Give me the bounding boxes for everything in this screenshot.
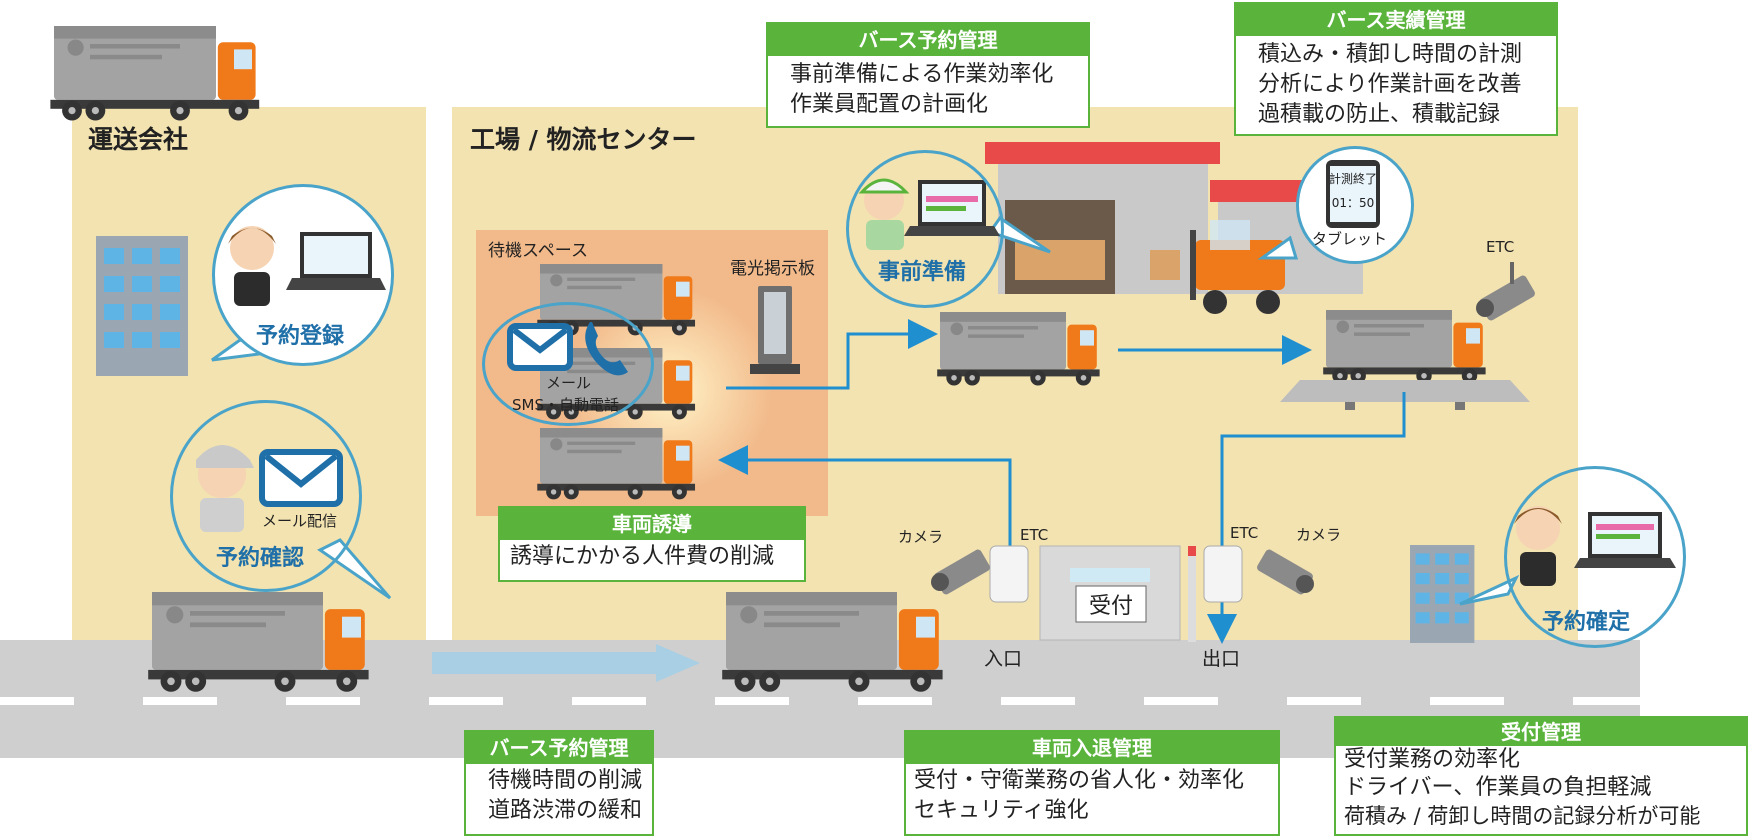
- factory-title: 工場 / 物流センター: [470, 125, 697, 154]
- lane-mark: [0, 697, 74, 705]
- transport-company-title: 運送会社: [88, 125, 189, 154]
- entrance-label: 入口: [984, 648, 1023, 670]
- waiting-space-label: 待機スペース: [488, 241, 588, 261]
- weighbridge: [1280, 380, 1530, 402]
- notify-sms-label: SMS・自動電話: [512, 396, 619, 414]
- vehicle-guidance-line: 誘導にかかる人件費の削減: [510, 544, 775, 569]
- reserve-register-label: 予約登録: [256, 324, 345, 349]
- lane-mark: [572, 697, 646, 705]
- reception-mgmt-box: 受付管理 受付業務の効率化 ドライバー、作業員の負担軽減 荷積み / 荷卸し時間…: [1334, 716, 1748, 836]
- etc-exit-label: ETC: [1230, 524, 1259, 542]
- vehicle-entry-exit-line: セキュリティ強化: [914, 798, 1089, 823]
- notify-bubble: [482, 302, 654, 426]
- berth-reservation-top-title: バース予約管理: [768, 24, 1088, 56]
- berth-reservation-bottom-line: 道路渋滞の緩和: [488, 798, 643, 823]
- signage-board: [750, 286, 800, 374]
- flow-arrow-1: [726, 319, 938, 390]
- etc-top-label: ETC: [1486, 238, 1515, 256]
- reserve-confirm-bubble: [170, 400, 362, 592]
- camera-top-device: [1476, 262, 1535, 321]
- reception-sign: 受付: [1088, 594, 1133, 619]
- berth-actual-title: バース実績管理: [1236, 4, 1556, 36]
- reception-mgmt-line: 受付業務の効率化: [1344, 747, 1521, 772]
- tablet-screen: [1330, 166, 1376, 222]
- reception-mgmt-line: ドライバー、作業員の負担軽減: [1344, 775, 1652, 800]
- reserve-finalized-label: 予約確定: [1542, 610, 1631, 635]
- tablet-label: タブレット: [1312, 230, 1388, 248]
- road-direction-arrow-body: [432, 652, 658, 674]
- lane-mark: [858, 697, 932, 705]
- lane-mark: [143, 697, 217, 705]
- lane-mark: [1430, 697, 1504, 705]
- signage-label: 電光掲示板: [730, 259, 815, 279]
- lane-mark: [429, 697, 503, 705]
- notify-mail-label: メール: [546, 374, 592, 392]
- tablet-screen-time: 01：50: [1331, 196, 1375, 210]
- flow-arrow-3: [1207, 392, 1406, 644]
- exit-label: 出口: [1202, 648, 1241, 670]
- camera-entry-device: [931, 549, 990, 595]
- camera-exit-label: カメラ: [1296, 526, 1342, 544]
- etc-entry-label: ETC: [1020, 526, 1049, 544]
- berth-actual-line: 分析により作業計画を改善: [1258, 72, 1522, 97]
- tablet-screen-title: 計測終了: [1328, 172, 1377, 186]
- mail-delivery-label: メール配信: [262, 512, 338, 530]
- vehicle-guidance-box: 車両誘導 誘導にかかる人件費の削減: [498, 506, 806, 582]
- reserve-confirm-label: 予約確認: [216, 546, 305, 571]
- lane-mark: [1287, 697, 1361, 705]
- berth-reservation-bottom-line: 待機時間の削減: [488, 768, 643, 793]
- berth-reservation-top-box: バース予約管理 事前準備による作業効率化 作業員配置の計画化: [766, 22, 1090, 128]
- lane-mark: [1001, 697, 1075, 705]
- lane-mark: [286, 697, 360, 705]
- etc-reader-exit: [1203, 545, 1243, 603]
- reception-mgmt-line: 荷積み / 荷卸し時間の記録分析が可能: [1344, 804, 1701, 828]
- preparation-bubble: [846, 150, 1004, 308]
- berth-actual-line: 積込み・積卸し時間の計測: [1258, 42, 1523, 67]
- lane-mark: [1573, 697, 1640, 705]
- berth-reservation-top-line: 事前準備による作業効率化: [790, 62, 1054, 87]
- berth-reservation-bottom-title: バース予約管理: [466, 732, 652, 764]
- vehicle-guidance-title: 車両誘導: [500, 508, 804, 540]
- etc-reader-entry: [989, 545, 1029, 603]
- berth-actual-box: バース実績管理 積込み・積卸し時間の計測 分析により作業計画を改善 過積載の防止…: [1234, 2, 1558, 136]
- reception-mgmt-title: 受付管理: [1336, 718, 1746, 746]
- camera-entry-label: カメラ: [898, 528, 944, 546]
- berth-reservation-top-line: 作業員配置の計画化: [790, 92, 989, 117]
- lane-mark: [715, 697, 789, 705]
- camera-exit-device: [1257, 549, 1314, 595]
- vehicle-entry-exit-line: 受付・守衛業務の省人化・効率化: [914, 768, 1245, 793]
- forklift: [1190, 220, 1285, 314]
- lane-mark: [1144, 697, 1218, 705]
- road-direction-arrow-head: [656, 644, 700, 682]
- reserve-finalized-bubble: [1504, 466, 1686, 648]
- vehicle-entry-exit-box: 車両入退管理 受付・守衛業務の省人化・効率化 セキュリティ強化: [904, 730, 1280, 836]
- berth-actual-line: 過積載の防止、積載記録: [1258, 102, 1501, 127]
- vehicle-entry-exit-title: 車両入退管理: [906, 732, 1278, 764]
- berth-reservation-bottom-box: バース予約管理 待機時間の削減 道路渋滞の緩和: [464, 730, 654, 836]
- preparation-label: 事前準備: [878, 260, 967, 285]
